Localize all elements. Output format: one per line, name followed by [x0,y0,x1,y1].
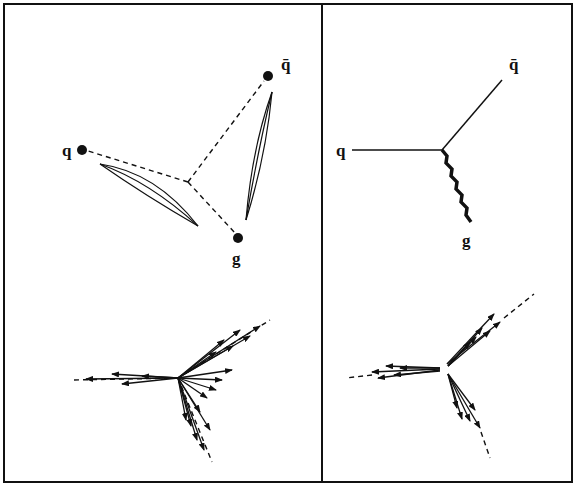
dashed-axis [481,432,490,458]
momentum-arrow [448,374,462,419]
gluon-dot [233,233,243,243]
momentum-arrow [386,366,440,368]
quark-dot [77,145,87,155]
string-band [246,92,272,220]
momentum-arrow [178,352,216,378]
antiquark-dot [263,71,273,81]
momentum-arrow [448,337,476,366]
string-band [100,164,198,226]
momentum-arrow [448,342,470,366]
dashed-axis [178,378,212,462]
momentum-arrow [448,374,480,428]
dashed-axis [178,320,270,378]
momentum-arrow [448,331,490,366]
string-band [246,92,272,220]
momentum-arrow [178,378,191,426]
panel-divider [321,4,323,482]
antiquark-line [442,80,502,150]
outer-frame [4,4,572,482]
momentum-arrow [178,378,186,420]
momentum-arrow [122,378,178,384]
momentum-arrow [178,346,233,378]
momentum-arrow [448,328,482,366]
momentum-arrow [394,371,440,375]
momentum-arrow [447,314,494,364]
dashed-axis [504,294,534,318]
momentum-arrow [400,367,440,368]
string-band [100,164,198,226]
momentum-arrow [448,374,470,421]
momentum-arrow [178,378,210,430]
momentum-arrow [178,370,232,378]
momentum-arrow [178,378,197,440]
dashed-axis [346,375,372,378]
momentum-arrow [448,374,475,410]
momentum-arrow [178,336,250,378]
momentum-arrow [178,330,240,378]
string-band [100,164,198,226]
particle-label: q [335,142,346,159]
particle-label: g [461,232,472,249]
momentum-arrow [142,376,178,378]
quark-line [352,149,442,151]
particle-label: q̄ [280,56,291,73]
particle-label: q̄ [508,56,519,73]
momentum-arrow [378,370,440,378]
gluon-line [442,150,471,222]
momentum-arrow [112,374,178,378]
particle-label: q [61,142,72,159]
dashed-axis [188,182,235,233]
momentum-arrow [178,326,260,378]
string-band [246,92,272,220]
particle-label: g [231,250,242,267]
